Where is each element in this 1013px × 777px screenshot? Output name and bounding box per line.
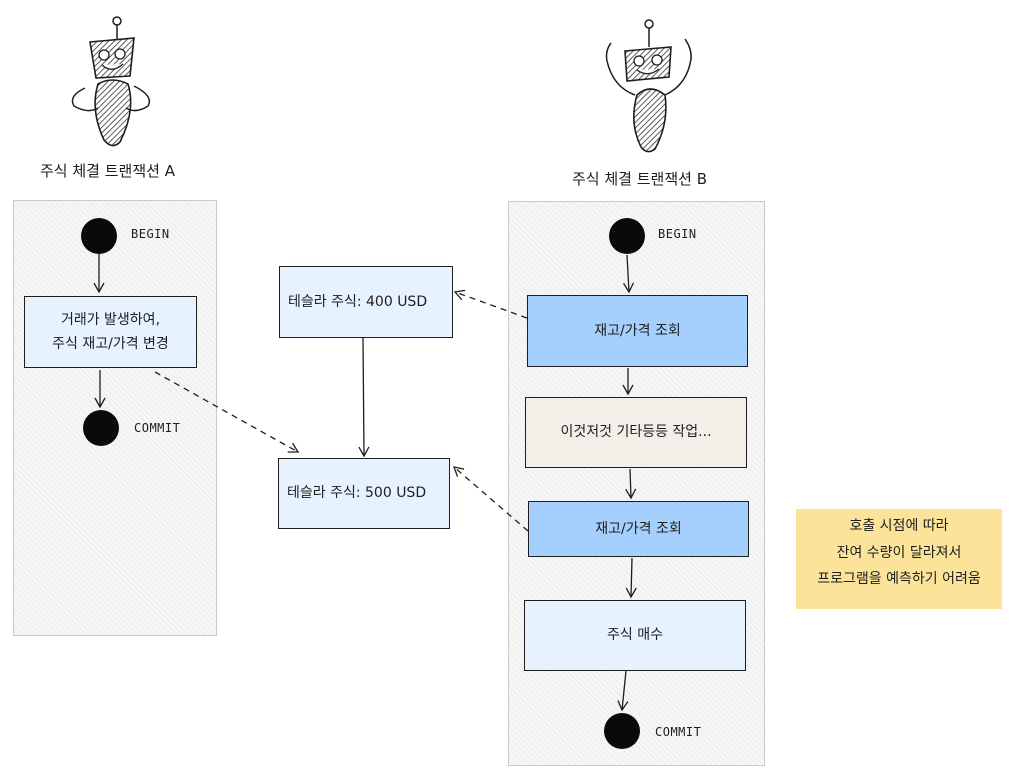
note-line-1: 호출 시점에 따라: [849, 518, 949, 534]
commit-node-a: [83, 410, 119, 446]
state-500: 테슬라 주식: 500 USD: [278, 458, 450, 529]
sticky-note: 호출 시점에 따라 잔여 수량이 달라져서 프로그램을 예측하기 어려움: [796, 509, 1002, 609]
robot-a-icon: [71, 16, 151, 147]
commit-label-b: COMMIT: [655, 725, 702, 739]
state-400: 테슬라 주식: 400 USD: [279, 266, 453, 338]
commit-label-a: COMMIT: [134, 421, 181, 435]
begin-label-a: BEGIN: [131, 227, 170, 241]
robot-b-icon: [605, 19, 692, 153]
buy-step: 주식 매수: [524, 600, 746, 671]
lane-b-title: 주식 체결 트랜잭션 B: [572, 170, 707, 188]
begin-node-a: [81, 218, 117, 254]
misc-work-step: 이것저것 기타등등 작업...: [525, 397, 747, 468]
transaction-a-action: 거래가 발생하여, 주식 재고/가격 변경: [24, 296, 197, 368]
action-line-1: 거래가 발생하여,: [60, 311, 161, 328]
read-step-1: 재고/가격 조회: [527, 295, 748, 367]
begin-label-b: BEGIN: [658, 227, 697, 241]
lane-a-title: 주식 체결 트랜잭션 A: [40, 162, 175, 180]
note-line-3: 프로그램을 예측하기 어려움: [817, 571, 981, 588]
read-step-2: 재고/가격 조회: [528, 501, 749, 557]
begin-node-b: [609, 218, 645, 254]
commit-node-b: [604, 713, 640, 749]
note-line-2: 잔여 수량이 달라져서: [836, 544, 962, 561]
action-line-2: 주식 재고/가격 변경: [52, 336, 169, 352]
